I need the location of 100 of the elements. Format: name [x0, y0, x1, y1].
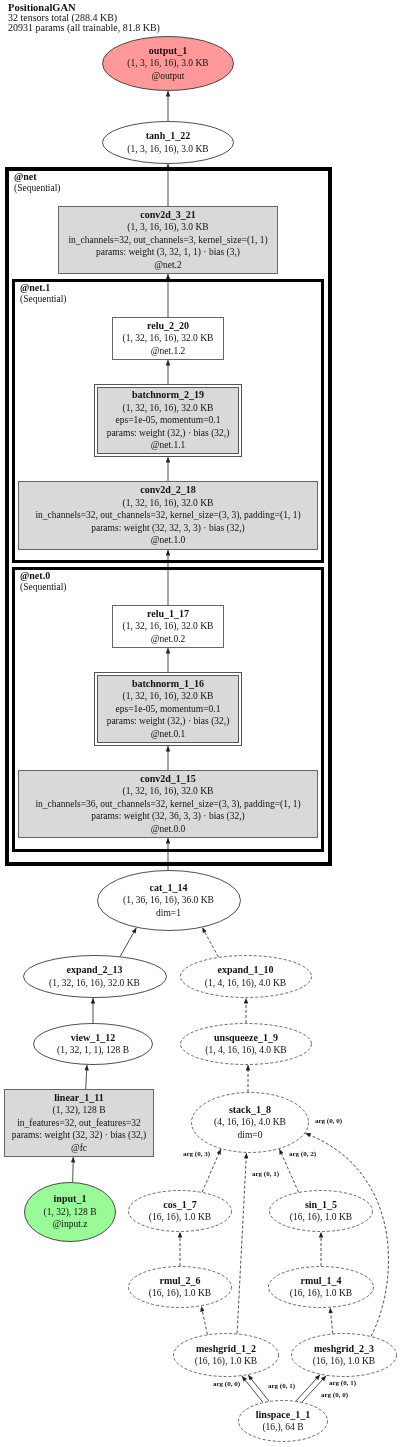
node-detail: in_channels=36, out_channels=32, kernel_size=(3, 3), padding=(1, 1) [35, 797, 301, 811]
cluster-type: (Sequential) [20, 293, 67, 304]
layer-box [58, 206, 278, 274]
tensor-ellipse [291, 1333, 397, 1377]
tensor-ellipse [180, 1023, 312, 1065]
node-title: stack_1_8 [228, 1103, 272, 1117]
node-title: expand_1_10 [217, 964, 274, 977]
node-detail: @net.0.0 [150, 822, 186, 836]
module-cluster [12, 279, 324, 563]
node-detail: in_features=32, out_features=32 [17, 1116, 141, 1130]
node-detail: (16, 16), 1.0 KB [289, 1211, 353, 1224]
module-cluster [5, 167, 332, 866]
node-detail: (1, 32), 128 B [43, 1205, 97, 1219]
node-detail: params: weight (3, 32, 1, 1) · bias (3,) [95, 246, 241, 259]
node-detail: (1, 3, 16, 16), 3.0 KB [127, 221, 209, 234]
node-detail: (1, 32, 16, 16), 32.0 KB [122, 496, 214, 510]
node-detail: eps=1e-05, momentum=0.1 [115, 702, 221, 716]
cluster-title: @net.0 [20, 571, 51, 582]
node-title: view_1_12 [70, 1031, 116, 1044]
node-title: unsqueeze_1_9 [214, 1031, 278, 1044]
cluster-title: @net [14, 172, 37, 183]
node-detail: @net.0.1 [150, 727, 186, 741]
node-title: expand_2_13 [66, 964, 123, 977]
node-detail: (16,), 64 B [262, 1421, 304, 1434]
node-title: meshgrid_1_2 [196, 1342, 256, 1355]
node-detail: dim=1 [156, 906, 181, 920]
tensor-ellipse [24, 1182, 116, 1242]
layer-box [112, 605, 224, 648]
node-detail: @net.0.2 [150, 632, 186, 646]
tensor-ellipse [96, 870, 241, 931]
node-title: conv2d_1_15 [140, 772, 196, 786]
node-detail: params: weight (32,) · bias (32,) [106, 715, 230, 728]
tensor-ellipse [238, 1400, 328, 1442]
node-detail: (1, 32), 128 B [52, 1104, 106, 1117]
node-title: output_1 [148, 44, 188, 58]
node-title: relu_2_20 [146, 319, 189, 333]
layer-box [4, 1089, 154, 1157]
node-detail: (16, 16), 1.0 KB [148, 1287, 212, 1300]
layer-box [94, 672, 242, 746]
node-detail: params: weight (32,) · bias (32,) [106, 426, 230, 440]
node-title: rmul_2_6 [159, 1274, 201, 1287]
layer-box [112, 317, 224, 360]
node-detail: eps=1e-05, momentum=0.1 [115, 414, 221, 427]
tensor-ellipse [128, 1266, 232, 1308]
summary-text: 20931 params (all trainable, 81.8 KB) [8, 23, 160, 33]
node-detail: in_channels=32, out_channels=3, kernel_size=(1, 1) [68, 233, 268, 247]
module-cluster [12, 567, 324, 852]
node-detail: (1, 4, 16, 16), 4.0 KB [205, 1044, 287, 1057]
node-detail: @net.1.0 [150, 534, 186, 547]
node-detail: (16, 16), 1.0 KB [289, 1287, 353, 1300]
tensor-ellipse [33, 1023, 153, 1065]
node-title: sin_1_5 [304, 1198, 338, 1211]
node-detail: (4, 16, 16), 4.0 KB [214, 1116, 286, 1129]
layer-box [18, 481, 318, 550]
node-title: rmul_1_4 [300, 1274, 342, 1287]
tensor-ellipse [191, 1092, 309, 1153]
node-detail: (1, 32, 16, 16), 32.0 KB [122, 785, 214, 798]
node-detail: (16, 16), 1.0 KB [312, 1355, 376, 1368]
layer-box [94, 384, 242, 457]
node-title: batchnorm_1_16 [131, 677, 205, 691]
node-detail: (1, 32, 1, 1), 128 B [56, 1044, 129, 1057]
tensor-ellipse [128, 1190, 232, 1232]
node-title: linear_1_11 [54, 1091, 104, 1105]
node-detail: dim=0 [237, 1128, 263, 1142]
node-title: batchnorm_2_19 [131, 389, 205, 402]
node-title: meshgrid_2_3 [314, 1342, 374, 1355]
node-title: conv2d_3_21 [140, 208, 196, 222]
tensor-ellipse [22, 955, 167, 998]
node-detail: @fc [70, 1141, 88, 1155]
node-detail: (1, 32, 16, 16), 32.0 KB [49, 976, 140, 989]
node-detail: (1, 32, 16, 16), 32.0 KB [122, 401, 214, 415]
node-detail: params: weight (32, 32) · bias (32,) [11, 1129, 147, 1142]
node-title: cos_1_7 [163, 1198, 197, 1211]
node-detail: (1, 3, 16, 16), 3.0 KB [127, 142, 209, 155]
node-detail: (1, 4, 16, 16), 4.0 KB [204, 976, 287, 989]
tensor-ellipse [269, 1190, 373, 1232]
node-detail: params: weight (32, 36, 3, 3) · bias (32,) [91, 810, 245, 823]
tensor-ellipse [179, 955, 312, 998]
summary-text: 32 tensors total (288.4 KB) [8, 13, 118, 23]
tensor-ellipse [268, 1266, 374, 1308]
node-title: tanh_1_22 [145, 130, 191, 143]
node-detail: (1, 3, 16, 16), 3.0 KB [127, 57, 209, 70]
tensor-ellipse [173, 1333, 279, 1377]
node-detail: in_channels=32, out_channels=32, kernel_size=(3, 3), padding=(1, 1) [35, 509, 301, 522]
node-title: input_1 [53, 1193, 87, 1206]
node-detail: @output [151, 69, 185, 83]
layer-box [18, 770, 318, 838]
node-detail: (1, 32, 16, 16), 32.0 KB [122, 620, 214, 633]
node-title: linspace_1_1 [255, 1408, 311, 1421]
node-detail: @net.1.1 [150, 439, 186, 452]
node-detail: (1, 36, 16, 16), 36.0 KB [123, 894, 214, 907]
node-detail: @net.1.2 [150, 344, 186, 358]
node-detail: (1, 32, 16, 16), 32.0 KB [122, 332, 214, 345]
tensor-ellipse [102, 121, 234, 164]
cluster-type: (Sequential) [14, 182, 61, 193]
node-detail: @net.2 [154, 258, 182, 272]
cluster-type: (Sequential) [20, 581, 67, 592]
node-detail: (16, 16), 1.0 KB [194, 1355, 258, 1368]
cluster-title: @net.1 [20, 283, 51, 294]
node-detail: @input.z [52, 1218, 88, 1231]
